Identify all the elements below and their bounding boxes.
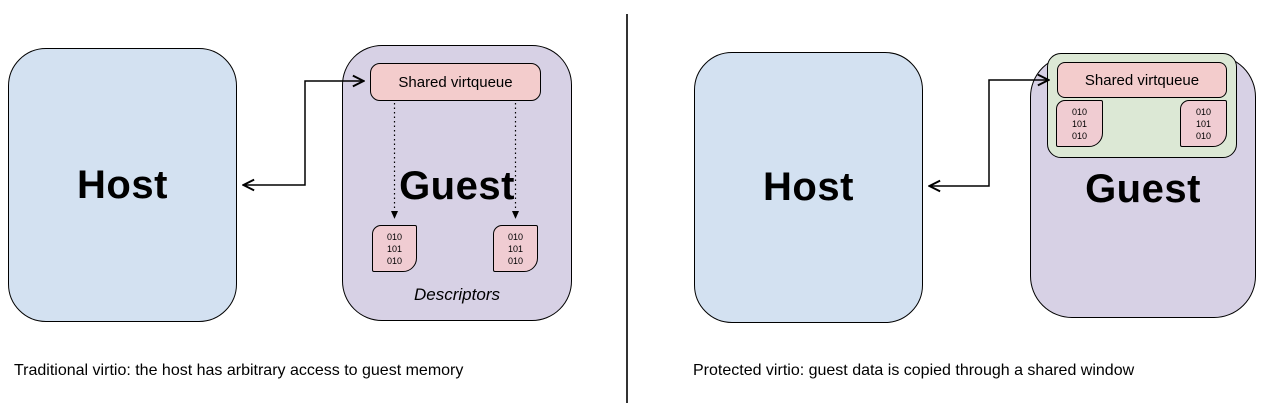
protected-shared-virtqueue-box: Shared virtqueue xyxy=(1057,62,1227,98)
traditional-caption: Traditional virtio: the host has arbitra… xyxy=(14,362,464,379)
traditional-descriptor-box-left: 010 101 010 xyxy=(372,225,417,272)
traditional-descriptor-box-right: 010 101 010 xyxy=(493,225,538,272)
panel-divider xyxy=(626,14,628,403)
descriptor-bits-line: 010 xyxy=(507,255,524,266)
protected-host-label: Host xyxy=(763,165,854,209)
descriptor-bits-line: 010 xyxy=(386,231,403,242)
descriptor-bits-line: 010 xyxy=(1195,130,1212,141)
descriptors-label: Descriptors xyxy=(414,285,500,304)
descriptor-bits-line: 101 xyxy=(386,243,403,254)
descriptor-bits-line: 010 xyxy=(507,231,524,242)
traditional-shared-virtqueue-label: Shared virtqueue xyxy=(398,73,513,91)
protected-descriptor-box-left: 010 101 010 xyxy=(1056,100,1103,147)
descriptor-bits-line: 101 xyxy=(507,243,524,254)
traditional-guest-label-wrap: Guest xyxy=(343,161,571,211)
protected-guest-label-wrap: Guest xyxy=(1031,164,1255,214)
traditional-host-label: Host xyxy=(77,162,168,207)
protected-guest-label: Guest xyxy=(1085,166,1201,211)
protected-caption: Protected virtio: guest data is copied t… xyxy=(693,362,1135,379)
protected-descriptor-box-right: 010 101 010 xyxy=(1180,100,1227,147)
traditional-guest-label: Guest xyxy=(399,163,515,208)
protected-shared-virtqueue-label: Shared virtqueue xyxy=(1084,71,1200,89)
traditional-shared-virtqueue-box: Shared virtqueue xyxy=(370,63,541,101)
descriptor-bits-line: 101 xyxy=(1195,118,1212,129)
traditional-host-box: Host xyxy=(8,48,237,322)
descriptor-bits-line: 010 xyxy=(1195,106,1212,117)
descriptor-bits-line: 101 xyxy=(1071,118,1088,129)
protected-host-box: Host xyxy=(694,52,923,323)
descriptor-bits-line: 010 xyxy=(1071,106,1088,117)
descriptor-bits-line: 010 xyxy=(386,255,403,266)
descriptor-bits-line: 010 xyxy=(1071,130,1088,141)
